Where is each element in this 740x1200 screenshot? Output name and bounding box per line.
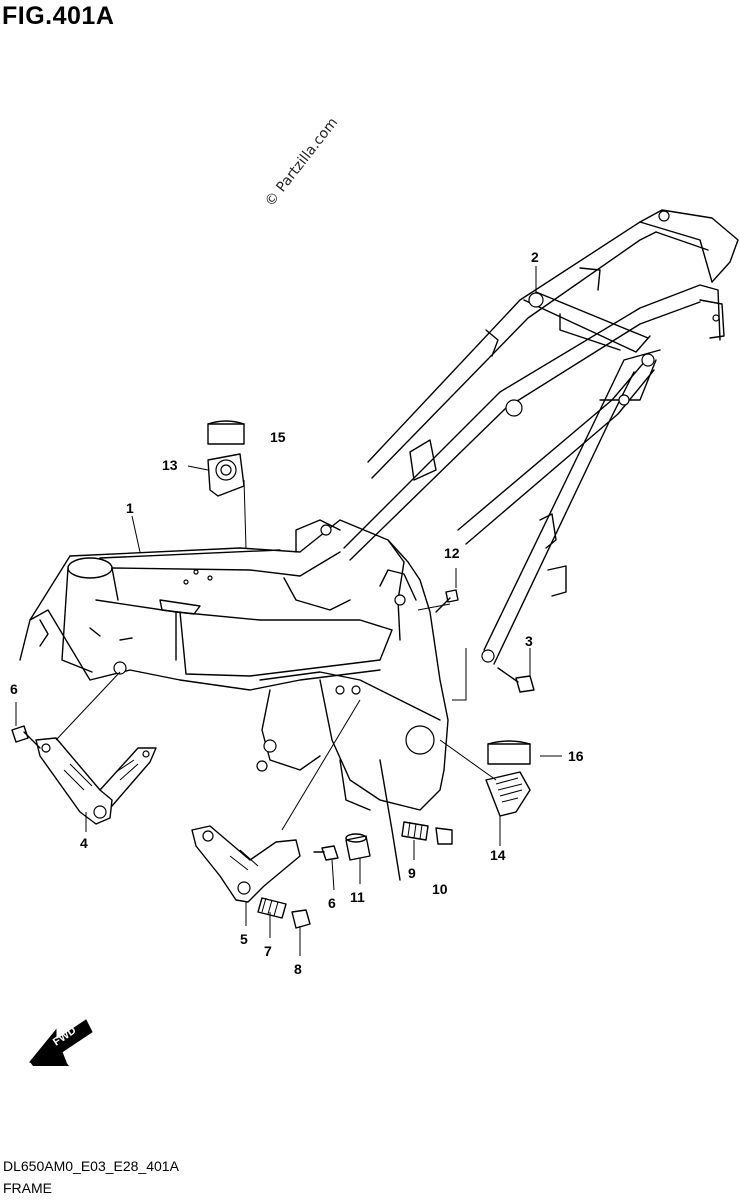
spring-nut-right [257,897,311,929]
callout-13: 13 [162,457,178,473]
spring-nut-mid [401,821,453,845]
collar [345,833,371,861]
right-footrest-bracket [191,699,361,903]
callout-9: 9 [408,865,416,881]
rear-subframe [343,209,739,665]
callout-3: 3 [525,633,533,649]
callout-12: 12 [444,545,460,561]
callout-6-right: 6 [328,895,336,911]
fwd-arrow-icon: FWD [28,1019,93,1066]
figure-title: FIG.401A [2,2,115,30]
callout-16: 16 [568,748,584,764]
part-numbers: 1 2 3 4 5 6 6 7 8 9 10 11 12 13 14 15 16 [10,249,584,977]
pad-14 [439,739,531,846]
label-15 [207,420,245,445]
diagram-code: DL650AM0_E03_E28_401A [3,1158,179,1174]
diagram-name: FRAME [3,1180,52,1196]
label-16 [487,740,531,765]
callout-14: 14 [490,847,506,863]
callout-1: 1 [126,500,134,516]
callout-2: 2 [531,249,539,265]
left-footrest-bracket [35,671,157,825]
callout-5: 5 [240,931,248,947]
bolts [11,589,535,861]
callout-11: 11 [350,889,365,905]
engine-mount-bracket [207,453,247,549]
callout-6-left: 6 [10,681,18,697]
callout-4: 4 [80,835,88,851]
callout-10: 10 [432,881,448,897]
main-frame [19,519,449,881]
leader-lines [15,266,562,956]
callout-7: 7 [264,943,272,959]
callout-8: 8 [294,961,302,977]
callout-15: 15 [270,429,286,445]
